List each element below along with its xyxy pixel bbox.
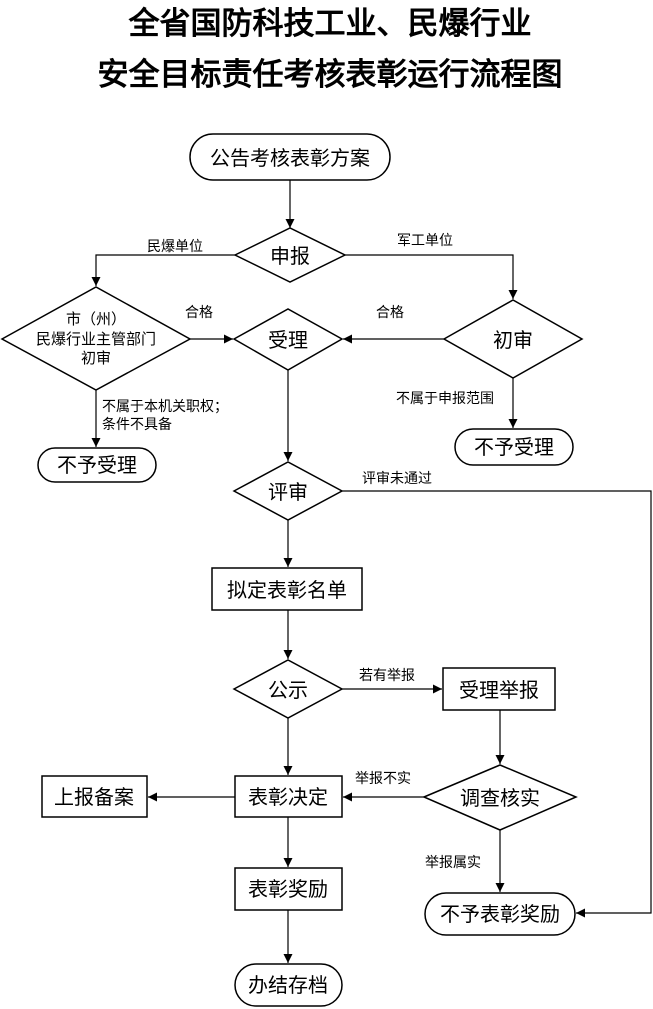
preliminary-label: 初审: [493, 328, 533, 352]
accept-decision: [232, 308, 344, 371]
city-review-label-line-2: 民爆行业主管部门: [36, 330, 156, 348]
no-award-label: 不予表彰奖励: [440, 902, 560, 926]
accept-report-node: [442, 667, 556, 711]
edge-label-out-of-scope: 不属于申报范围: [396, 390, 494, 407]
declare-label: 申报: [270, 244, 310, 268]
archive-label: 办结存档: [248, 973, 328, 997]
reject-right-node: [454, 428, 574, 466]
investigate-label: 调查核实: [460, 786, 540, 810]
award-label: 表彰奖励: [248, 877, 328, 901]
draft-list-node: [211, 567, 363, 611]
evaluate-label: 评审: [268, 480, 308, 504]
city-review-label-line-3: 初审: [81, 349, 111, 367]
edge-label-military: 军工单位: [397, 233, 453, 249]
city-review-decision: [0, 286, 192, 391]
edge-label-report-false: 举报不实: [355, 771, 411, 787]
draft-list-label: 拟定表彰名单: [227, 578, 347, 602]
edge-evaluate-to-no-award: [342, 490, 652, 918]
edge-label-eval-failed: 评审未通过: [362, 471, 432, 487]
evaluate-decision: [232, 461, 344, 521]
edge-label-qualified-left: 合格: [185, 305, 213, 321]
edge-declare-to-city-review: [91, 254, 235, 286]
file-report-label: 上报备案: [54, 785, 134, 809]
accept-report-label: 受理举报: [459, 678, 539, 702]
publicize-label: 公示: [268, 678, 308, 702]
title-line-1: 全省国防科技工业、民爆行业: [128, 6, 532, 42]
edge-label-not-jurisdiction-line-2: 条件不具备: [102, 416, 172, 433]
edge-label-report-true: 举报属实: [425, 855, 481, 871]
award-node: [234, 867, 343, 911]
archive-node: [234, 963, 343, 1007]
decision-label: 表彰决定: [248, 785, 328, 809]
decision-node: [234, 775, 343, 818]
no-award-node: [424, 892, 576, 936]
publicize-decision: [232, 659, 344, 719]
declare-decision: [233, 227, 347, 283]
edge-declare-to-preliminary: [345, 254, 518, 299]
reject-left-label: 不予受理: [57, 453, 137, 477]
file-report-node: [41, 775, 148, 818]
preliminary-decision: [442, 299, 584, 379]
edge-label-if-reported: 若有举报: [359, 668, 415, 684]
edge-label-not-jurisdiction-line-1: 不属于本机关职权；: [102, 399, 228, 415]
edge-label-qualified-right: 合格: [376, 305, 404, 321]
announce-node: [189, 133, 391, 181]
city-review-label-line-1: 市（州）: [66, 310, 126, 328]
accept-label: 受理: [268, 328, 308, 352]
investigate-decision: [422, 764, 578, 831]
reject-left-node: [37, 447, 157, 483]
title-line-2: 安全目标责任考核表彰运行流程图: [98, 57, 563, 93]
announce-label: 公告考核表彰方案: [210, 146, 370, 170]
edge-label-civil-explosive: 民爆单位: [147, 239, 203, 255]
reject-right-label: 不予受理: [474, 435, 554, 459]
